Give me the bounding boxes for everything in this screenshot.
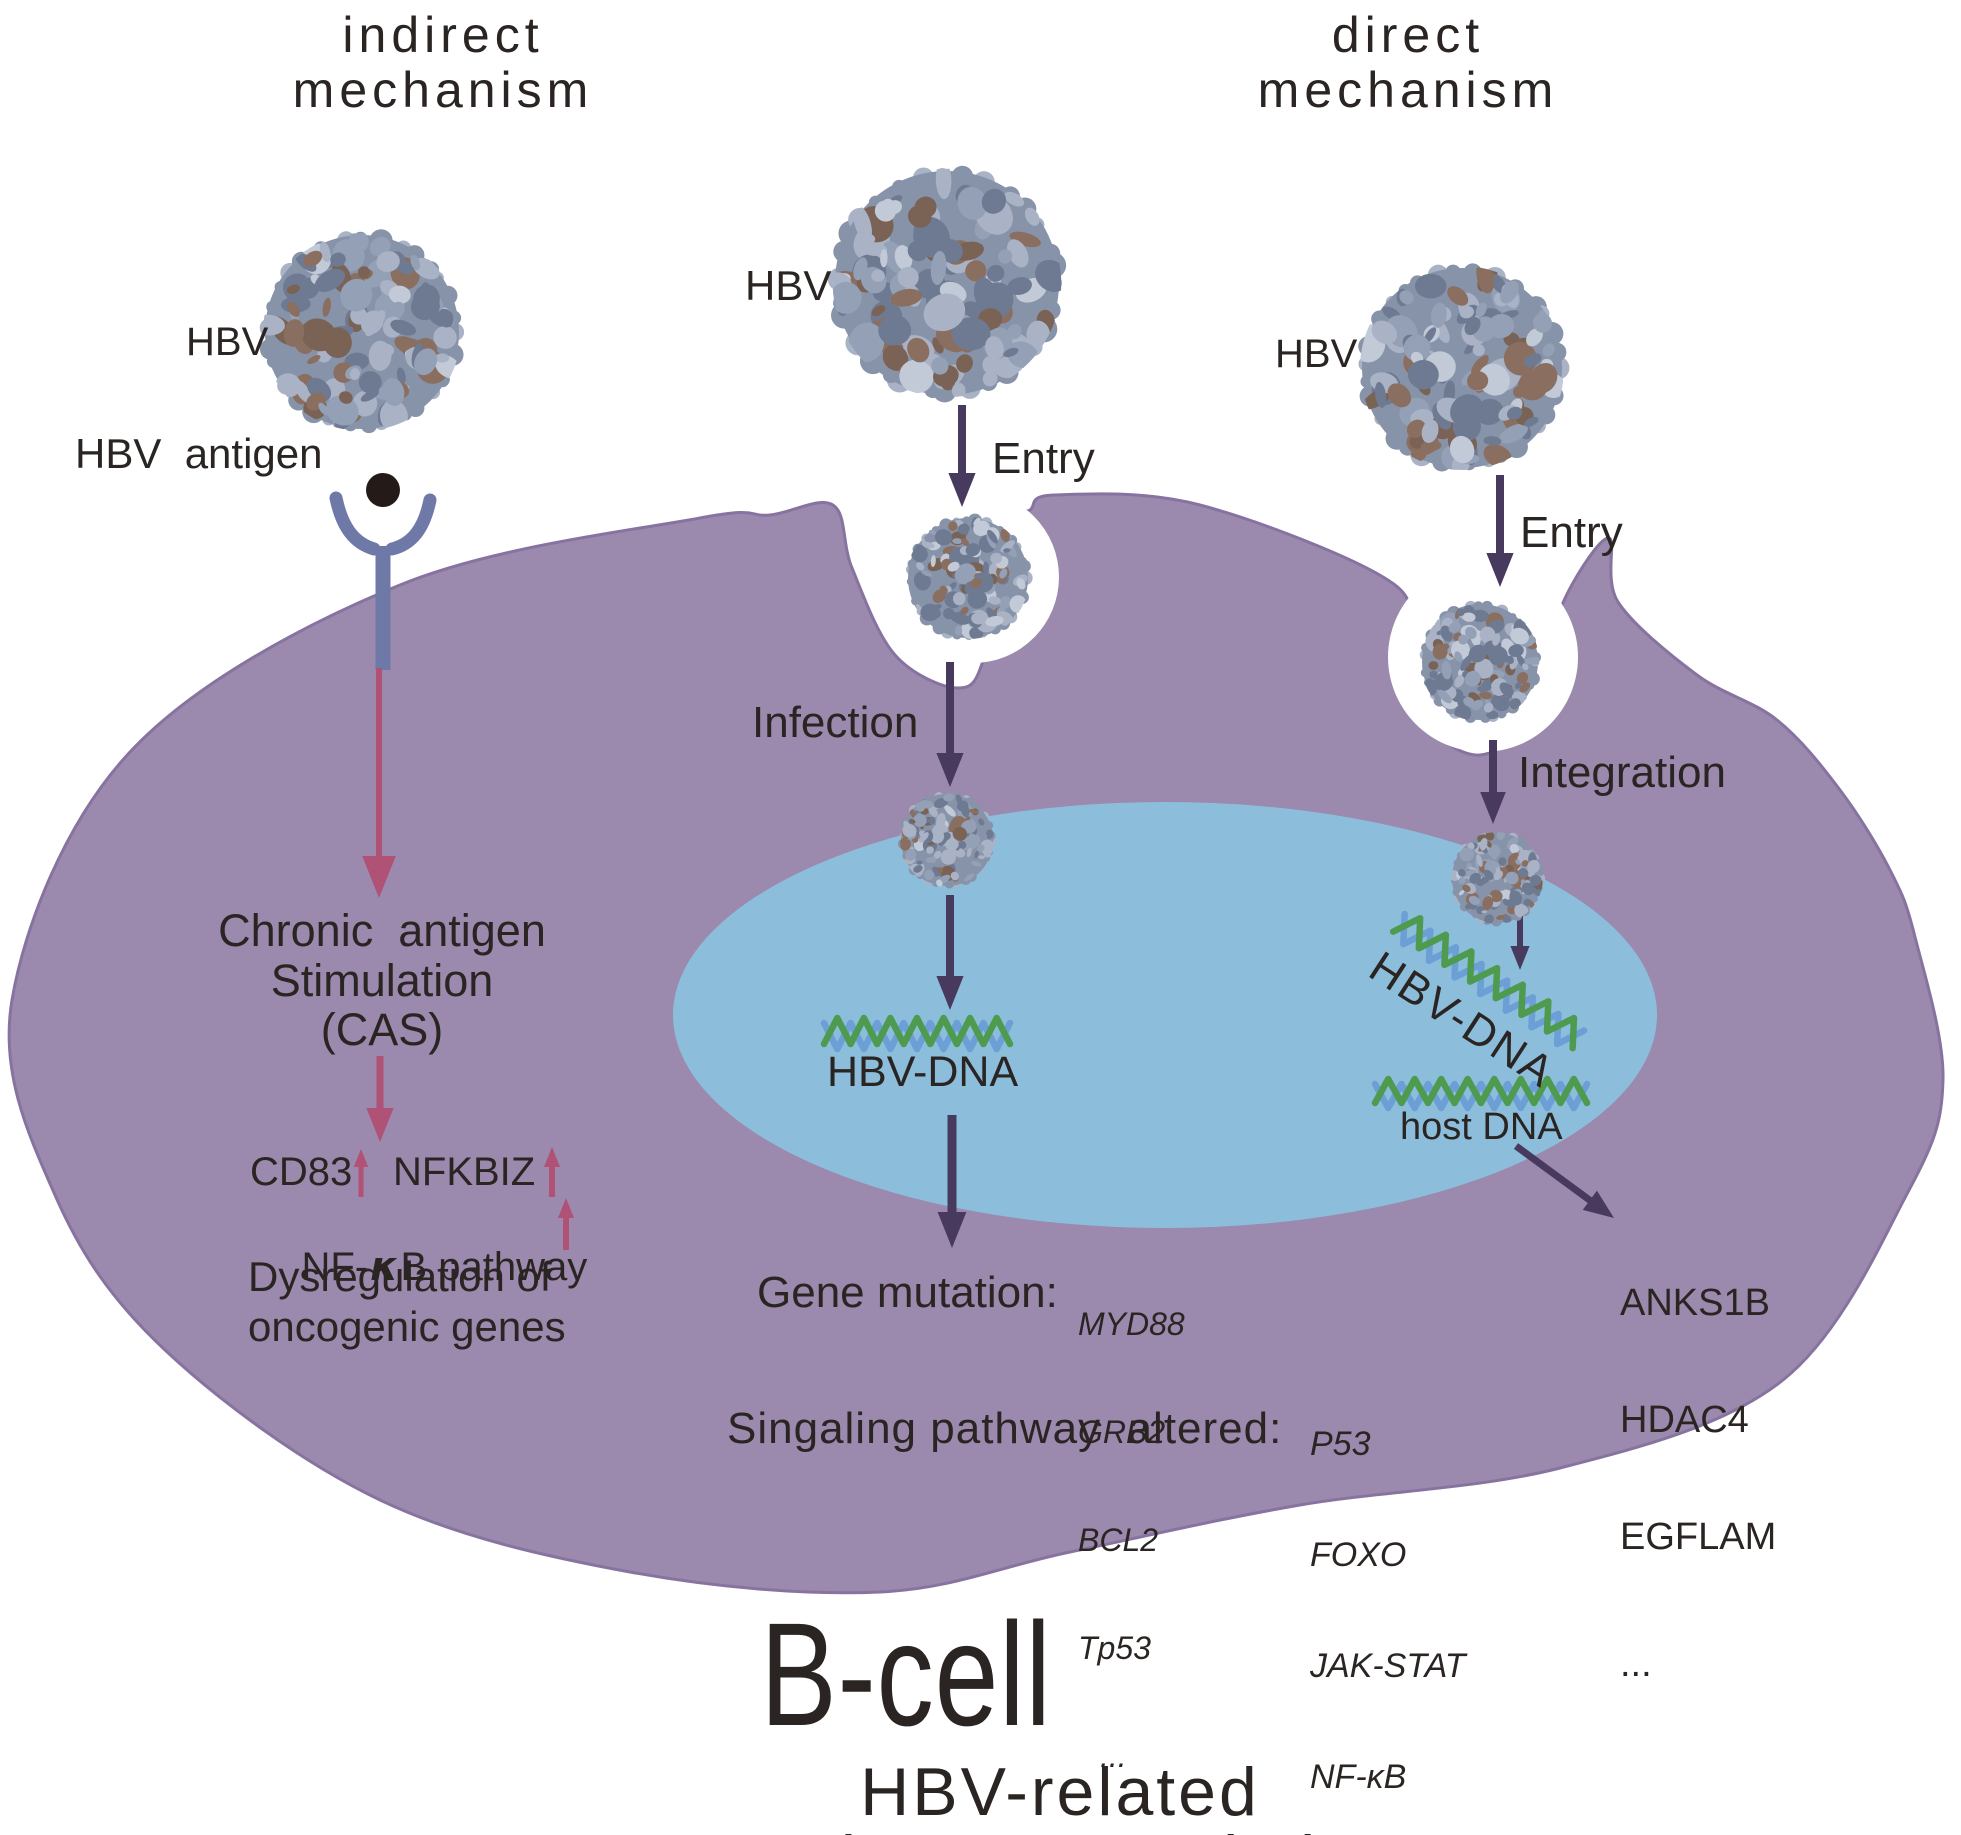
- gene-ellipsis-right: ...: [1620, 1643, 1652, 1685]
- dna-helix-icon: [1389, 910, 1588, 1052]
- gene-egflam: EGFLAM: [1620, 1516, 1777, 1558]
- arrow-icon: [948, 405, 976, 507]
- header-direct-mechanism: direct mechanism: [1257, 7, 1559, 118]
- arrow-icon: [1486, 475, 1514, 587]
- b-cell-receptor-icon: [385, 493, 437, 556]
- b-cell-title: B-cell: [719, 1602, 1093, 1749]
- gene-mutation-label: Gene mutation:: [757, 1268, 1058, 1317]
- arrow-icon: [936, 662, 964, 787]
- b-cell-title-text: B-cell: [760, 1593, 1052, 1757]
- arrow-icon: [558, 1198, 574, 1250]
- gene-myd88: MYD88: [1078, 1306, 1185, 1342]
- mutated-genes-list: MYD88 GRB2 BCL2 Tp53 ...: [1078, 1234, 1185, 1835]
- antigen-icon: [366, 473, 400, 507]
- integration-genes-list: ANKS1B HDAC4 EGFLAM ...: [1620, 1206, 1776, 1762]
- hbv-label-left: HBV: [186, 320, 269, 364]
- virus-icon: [259, 229, 465, 434]
- hbv-label-right: HBV: [1275, 332, 1358, 376]
- cas-label: Chronic antigen Stimulation (CAS): [218, 905, 546, 1055]
- infection-label: Infection: [752, 698, 919, 747]
- virus-icon: [897, 791, 997, 889]
- arrow-icon: [544, 1147, 560, 1197]
- virus-icon: [827, 165, 1067, 403]
- gene-tp53: Tp53: [1078, 1630, 1151, 1666]
- gene-bcl2: BCL2: [1078, 1522, 1159, 1558]
- arrow-icon: [1480, 740, 1506, 824]
- hbv-label-middle: HBV: [745, 262, 832, 309]
- entry-label-middle: Entry: [992, 434, 1095, 483]
- gene-hdac4: HDAC4: [1620, 1399, 1749, 1441]
- kappa-glyph: κ: [370, 1243, 399, 1290]
- gene-ellipsis: ...: [1100, 1738, 1127, 1774]
- virus-icon: [905, 513, 1033, 640]
- hbv-antigen-label: HBV antigen: [75, 430, 323, 477]
- arrow-icon: [1513, 1143, 1614, 1218]
- arrow-icon: [362, 668, 396, 898]
- gene-grb2: GRB2: [1078, 1414, 1166, 1450]
- nucleus: [673, 802, 1657, 1228]
- dna-helix-icon: [1371, 1075, 1591, 1112]
- dysregulation-label: Dysregulation of oncogenic genes: [248, 1253, 566, 1350]
- arrow-icon: [937, 1115, 967, 1248]
- pathway-p53: P53: [1310, 1425, 1371, 1463]
- pathway-jak-stat: JAK-STAT: [1310, 1647, 1466, 1685]
- figure-subtitle: HBV-related Lymphomagenesis in B-cell: [665, 1754, 1452, 1835]
- nfkb-pathway-label: NF-κB pathway: [257, 1200, 587, 1334]
- pathway-nfkb: NF-κB: [1310, 1758, 1407, 1796]
- b-cell-receptor-icon: [329, 491, 381, 556]
- dna-helix-icon: [820, 1014, 1014, 1053]
- virus-icon: [1419, 600, 1541, 723]
- gene-anks1b: ANKS1B: [1620, 1282, 1770, 1324]
- entry-label-right: Entry: [1520, 508, 1623, 557]
- header-indirect-mechanism: indirect mechanism: [292, 7, 594, 118]
- arrow-icon: [936, 895, 964, 1010]
- nfkbiz-label: NFKBIZ: [393, 1150, 536, 1194]
- nfkb-prefix: NF-: [301, 1244, 369, 1289]
- virus-icon: [1450, 830, 1546, 927]
- integration-label: Integration: [1518, 748, 1726, 797]
- signaling-pathway-label: Singaling pathway altered:: [727, 1404, 1283, 1453]
- pathway-foxo: FOXO: [1310, 1536, 1407, 1574]
- altered-pathways-list: P53 FOXO JAK-STAT NF-κB ...: [1310, 1352, 1466, 1835]
- virus-icon: [1358, 263, 1570, 472]
- hbv-dna-label-middle: HBV-DNA: [827, 1048, 1019, 1096]
- cd83-label: CD83: [250, 1150, 353, 1194]
- arrow-icon: [353, 1149, 369, 1197]
- nfkb-suffix: B pathway: [400, 1244, 588, 1289]
- host-dna-label: host DNA: [1400, 1106, 1563, 1148]
- arrow-icon: [366, 1056, 394, 1142]
